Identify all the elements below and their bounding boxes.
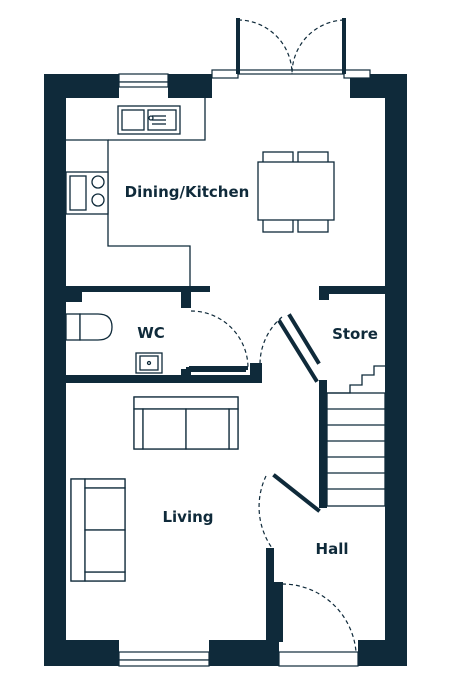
front-door-threshold	[278, 651, 359, 667]
basin-icon	[135, 352, 163, 374]
store-door-leaf	[277, 319, 319, 383]
wc-label: WC	[137, 324, 165, 342]
living-label: Living	[162, 508, 213, 526]
sofa-left-icon	[70, 478, 126, 582]
staircase	[326, 365, 386, 507]
kitchen-window	[118, 73, 169, 83]
toilet-icon	[65, 313, 113, 341]
living-window	[118, 651, 210, 661]
outer-walls	[44, 74, 407, 666]
kitchen-units	[65, 98, 206, 286]
internal-doors	[189, 310, 357, 653]
patio-doors	[236, 18, 346, 75]
hob-icon	[65, 171, 109, 215]
living-door-leaf	[272, 473, 321, 513]
kitchen-sink-icon	[117, 105, 181, 135]
sofa-top-icon	[133, 396, 239, 450]
hall-label: Hall	[316, 540, 349, 558]
dining-table-icon	[257, 151, 335, 233]
store-label: Store	[332, 325, 378, 343]
dining-kitchen-label: Dining/Kitchen	[125, 183, 250, 201]
